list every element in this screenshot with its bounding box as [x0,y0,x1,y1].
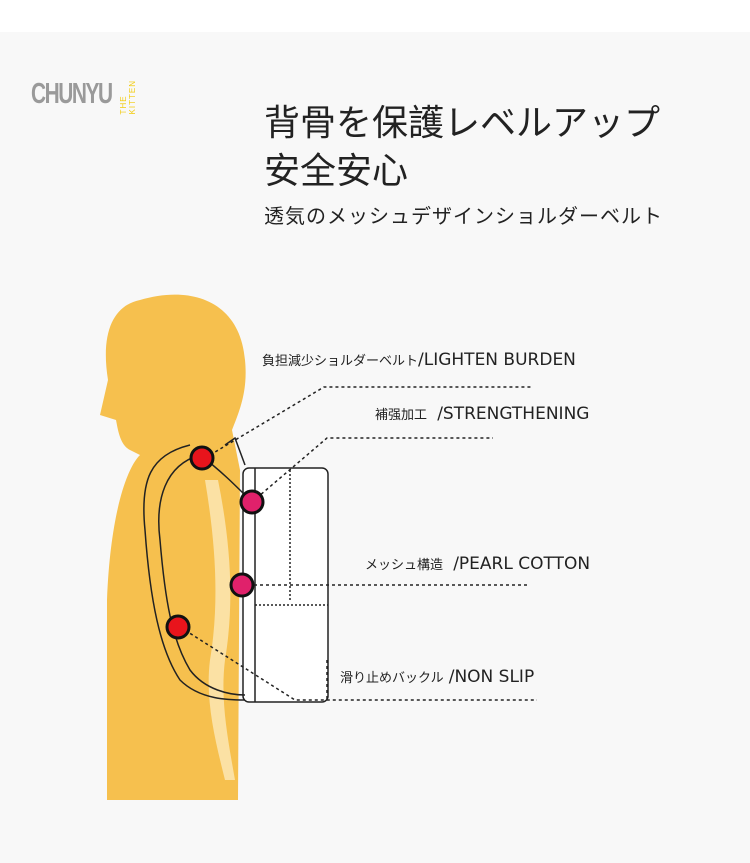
feature-strengthening: 補强加工 /STRENGTHENING [375,404,589,424]
brand-logo: CHUNYU THE KITTEN [31,78,143,114]
marker-lighten-burden [189,445,215,471]
feature-pearl-cotton: メッシュ構造 /PEARL COTTON [365,554,590,574]
top-band [0,0,750,32]
feature-jp: 滑り止めバックル [340,671,444,686]
feature-non-slip: 滑り止めバックル /NON SLIP [340,667,534,687]
markers [165,445,265,640]
marker-non-slip [165,614,191,640]
spine [205,480,235,780]
marker-pearl-cotton [229,572,255,598]
subtitle: 透気のメッシュデザインショルダーベルト [264,204,663,228]
logo-brand: CHUNYU [31,78,113,110]
feature-en: /STRENGTHENING [437,404,590,424]
feature-lighten-burden: 負担減少ショルダーベルト/LIGHTEN BURDEN [262,350,576,370]
marker-strengthening [239,489,265,515]
feature-en: /PEARL COTTON [453,554,591,574]
feature-jp: メッシュ構造 [365,558,444,573]
feature-jp: 補强加工 [375,408,428,423]
page-title: 背骨を保護レベルアップ 安全安心 [264,100,660,196]
title-line-1: 背骨を保護レベルアップ [264,103,661,144]
title-line-2: 安全安心 [264,151,409,192]
feature-en: /LIGHTEN BURDEN [418,350,576,370]
feature-jp: 負担減少ショルダーベルト [262,354,419,369]
leader-lines [179,386,537,701]
feature-en: /NON SLIP [448,667,535,687]
